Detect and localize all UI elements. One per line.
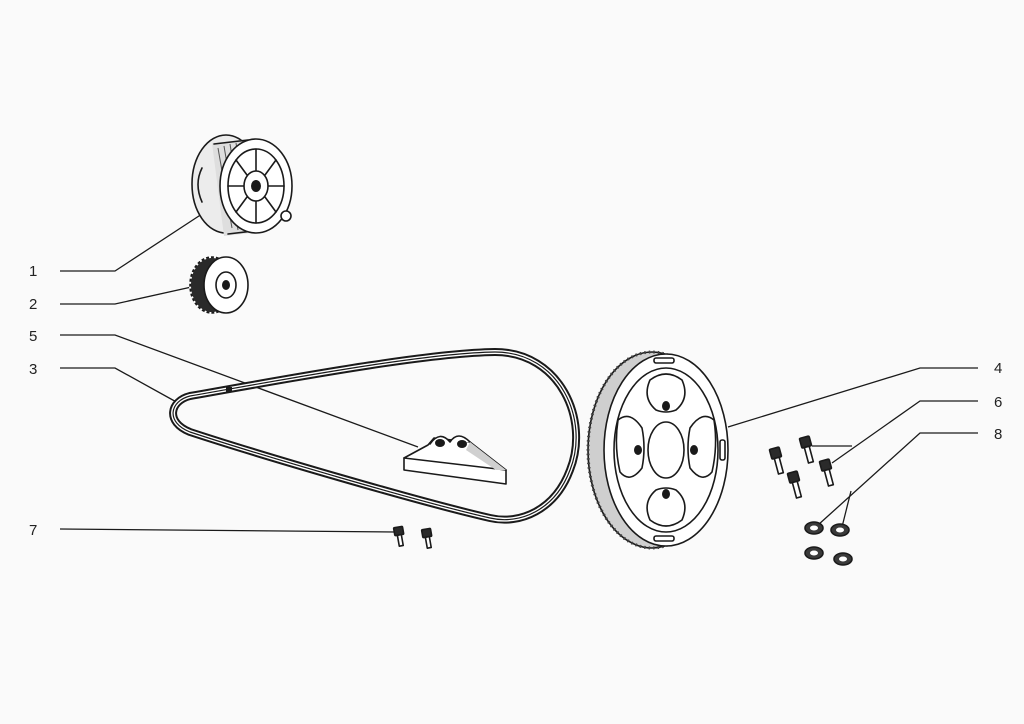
leader-3	[60, 367, 181, 405]
leader-2	[60, 285, 197, 305]
callout-4: 4	[994, 360, 1003, 377]
callout-6: 6	[994, 394, 1003, 411]
callout-5: 5	[29, 328, 38, 345]
washers	[804, 521, 853, 566]
leader-lines	[59, 211, 978, 533]
drive-pulley	[189, 256, 249, 314]
leader-7	[59, 528, 397, 533]
belt-guide	[403, 435, 507, 485]
guide-bolts	[392, 525, 433, 549]
callout-1: 1	[29, 263, 38, 280]
callout-2: 2	[29, 296, 38, 313]
callout-8: 8	[994, 426, 1003, 443]
motor	[191, 134, 293, 236]
pulley-bolts	[768, 435, 835, 499]
leader-4	[727, 367, 978, 428]
leader-8-branch	[841, 490, 852, 528]
callout-7: 7	[29, 522, 38, 539]
leader-8	[817, 432, 978, 526]
driven-pulley	[586, 350, 729, 550]
leader-5	[60, 334, 419, 448]
callout-3: 3	[29, 361, 38, 378]
leader-6	[831, 400, 978, 464]
drive-belt	[169, 348, 581, 524]
leader-1	[60, 211, 206, 272]
